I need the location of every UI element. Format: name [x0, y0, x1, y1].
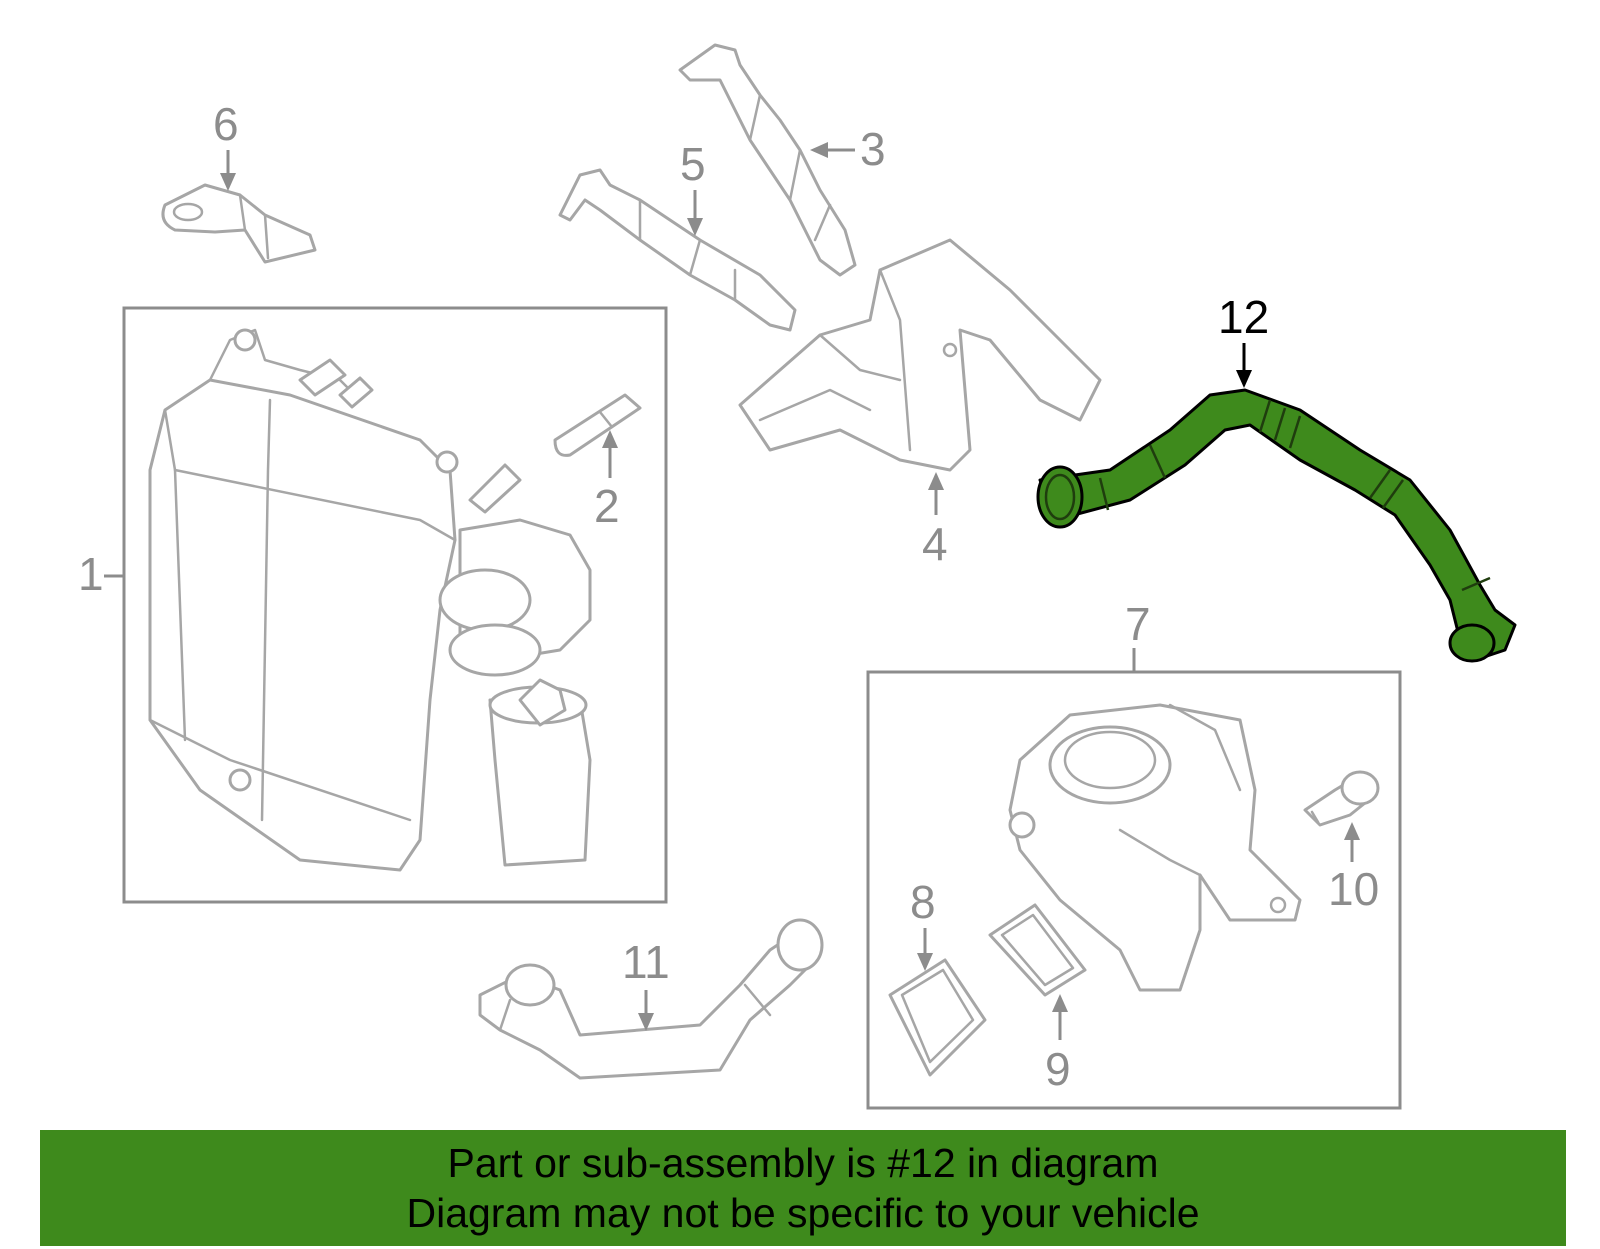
callout-8: 8 [910, 876, 936, 971]
part-2-fitting [553, 393, 642, 457]
part-12-hose [1036, 388, 1517, 663]
part-5-sensor [558, 168, 797, 332]
part-11-hose [478, 918, 824, 1080]
callout-label-9: 9 [1045, 1043, 1071, 1095]
callout-10: 10 [1328, 822, 1379, 915]
callout-3: 3 [810, 123, 886, 175]
callout-label-7: 7 [1125, 598, 1151, 650]
callout-4: 4 [922, 472, 948, 570]
banner-line-1: Part or sub-assembly is #12 in diagram [447, 1140, 1159, 1186]
parts-diagram: 1 2 3 4 5 6 7 8 9 10 [78, 43, 1517, 1110]
part-7-separator [1008, 703, 1302, 992]
part-info-banner: Part or sub-assembly is #12 in diagram D… [40, 1130, 1566, 1246]
callout-label-11: 11 [622, 936, 670, 988]
callout-label-6: 6 [213, 98, 239, 150]
callout-label-1: 1 [78, 548, 104, 600]
callout-7: 7 [1125, 598, 1151, 672]
callout-1: 1 [78, 548, 124, 600]
part-9-gasket [988, 903, 1087, 997]
part-10-bolt [1303, 770, 1380, 827]
part-1-canister [148, 328, 592, 872]
part-8-gasket [888, 958, 987, 1077]
callout-label-8: 8 [910, 876, 936, 928]
part-4-heat-shield [738, 238, 1102, 472]
callout-11: 11 [622, 936, 670, 1031]
callout-12: 12 [1218, 291, 1269, 388]
callout-2: 2 [594, 430, 620, 532]
callout-label-5: 5 [680, 138, 706, 190]
callout-label-12: 12 [1218, 291, 1269, 343]
callout-label-2: 2 [594, 480, 620, 532]
part-3-sensor [678, 43, 857, 277]
callout-label-3: 3 [860, 123, 886, 175]
banner-line-2: Diagram may not be specific to your vehi… [406, 1190, 1200, 1236]
part-6-bracket [161, 183, 317, 264]
callout-6: 6 [213, 98, 239, 191]
callout-9: 9 [1045, 994, 1071, 1095]
callout-label-4: 4 [922, 518, 948, 570]
canister-frame [122, 306, 668, 904]
callout-5: 5 [680, 138, 706, 236]
callout-label-10: 10 [1328, 863, 1379, 915]
